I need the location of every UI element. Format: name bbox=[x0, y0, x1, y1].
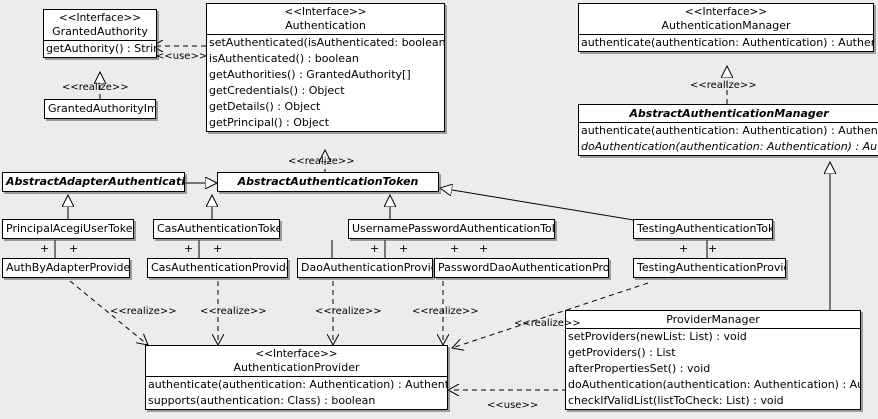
operations-compartment: authenticate(authentication: Authenticat… bbox=[579, 122, 878, 155]
class-principal-acegi-user-token[interactable]: PrincipalAcegiUserToken bbox=[2, 219, 134, 239]
class-authentication[interactable]: <<Interface>> Authentication setAuthenti… bbox=[206, 3, 445, 132]
operation-row: getProviders() : List bbox=[568, 346, 676, 359]
class-dao-authentication-provider[interactable]: DaoAuthenticationProvider bbox=[297, 258, 433, 278]
class-auth-by-adapter-provider[interactable]: AuthByAdapterProvider bbox=[2, 258, 130, 278]
class-name-label: ProviderManager bbox=[666, 313, 760, 326]
class-name-label: TestingAuthenticationProvider bbox=[637, 261, 785, 274]
operation-row: getAuthorities() : GrantedAuthority[] bbox=[209, 68, 411, 81]
class-header: <<Interface>> AuthenticationManager bbox=[579, 4, 873, 34]
class-name-label: CasAuthenticationProvider bbox=[151, 261, 287, 274]
edge-label-realize-password-dao-authentication-provider: <<realize>> bbox=[412, 306, 479, 317]
operation-row: getAuthority() : String bbox=[46, 42, 156, 55]
operation-row: getDetails() : Object bbox=[209, 100, 321, 113]
class-name-label: CasAuthenticationToken bbox=[157, 222, 279, 235]
stereotype-label: <<Interface>> bbox=[58, 12, 142, 24]
edge-label-use-provider-manager: <<use>> bbox=[487, 400, 539, 411]
operation-row: getPrincipal() : Object bbox=[209, 116, 330, 129]
class-testing-authentication-token[interactable]: TestingAuthenticationToken bbox=[633, 219, 773, 239]
association-marker: + bbox=[399, 242, 409, 255]
association-marker: + bbox=[40, 242, 50, 255]
class-header: <<Interface>> AuthenticationProvider bbox=[146, 346, 447, 376]
operation-row: setProviders(newList: List) : void bbox=[568, 330, 747, 343]
operation-row: afterPropertiesSet() : void bbox=[568, 362, 711, 375]
class-provider-manager[interactable]: ProviderManager setProviders(newList: Li… bbox=[565, 310, 861, 410]
class-authentication-provider[interactable]: <<Interface>> AuthenticationProvider aut… bbox=[145, 345, 448, 410]
association-marker: + bbox=[184, 242, 194, 255]
operation-row: isAuthenticated() : boolean bbox=[209, 52, 359, 65]
class-name-label: UsernamePasswordAuthenticationToken bbox=[352, 222, 554, 235]
class-username-password-authentication-token[interactable]: UsernamePasswordAuthenticationToken bbox=[348, 219, 555, 239]
class-name-label: TestingAuthenticationToken bbox=[637, 222, 772, 235]
operation-row: authenticate(authentication: Authenticat… bbox=[581, 36, 873, 49]
class-name-label: AuthByAdapterProvider bbox=[6, 261, 129, 274]
class-granted-authority[interactable]: <<Interface>> GrantedAuthority getAuthor… bbox=[43, 9, 157, 58]
edge-label-realize-auth-by-adapter-provider: <<realize>> bbox=[110, 306, 177, 317]
association-marker: + bbox=[69, 242, 79, 255]
class-granted-authority-impl[interactable]: GrantedAuthorityImpl bbox=[44, 99, 156, 119]
association-marker: + bbox=[679, 242, 689, 255]
class-name-label: PasswordDaoAuthenticationProvider bbox=[438, 261, 608, 274]
class-name-label: AuthenticationProvider bbox=[233, 361, 360, 374]
stereotype-label: <<Interface>> bbox=[284, 6, 367, 18]
class-header: AbstractAuthenticationManager bbox=[579, 105, 878, 122]
association-marker: + bbox=[479, 242, 489, 255]
class-authentication-manager[interactable]: <<Interface>> AuthenticationManager auth… bbox=[578, 3, 874, 52]
stereotype-label: <<Interface>> bbox=[255, 348, 338, 360]
edge-label-use-granted-authority: <<use>> bbox=[156, 51, 208, 62]
edge-label-realize-testing-authentication-provider: <<realize>> bbox=[514, 318, 581, 329]
class-testing-authentication-provider[interactable]: TestingAuthenticationProvider bbox=[633, 258, 786, 278]
class-header: ProviderManager bbox=[566, 311, 860, 328]
class-abstract-adapter-authentication-token[interactable]: AbstractAdapterAuthenticationToken bbox=[2, 172, 185, 192]
operations-compartment: authenticate(authentication: Authenticat… bbox=[146, 376, 447, 409]
operation-row: getCredentials() : Object bbox=[209, 84, 345, 97]
class-name-label: PrincipalAcegiUserToken bbox=[6, 222, 133, 235]
edge-label-realize-granted-authority-impl: <<realize>> bbox=[62, 82, 129, 93]
association-marker: + bbox=[708, 242, 718, 255]
class-name-label: Authentication bbox=[285, 19, 366, 32]
operations-compartment: setAuthenticated(isAuthenticated: boolea… bbox=[207, 34, 444, 131]
stereotype-label: <<Interface>> bbox=[684, 6, 768, 18]
edge-label-realize-dao-authentication-provider: <<realize>> bbox=[315, 306, 382, 317]
operation-row: authenticate(authentication: Authenticat… bbox=[581, 124, 878, 137]
edge-label-realize-authentication-manager: <<realize>> bbox=[690, 80, 757, 91]
class-name-label: AbstractAdapterAuthenticationToken bbox=[6, 175, 184, 188]
class-abstract-authentication-token[interactable]: AbstractAuthenticationToken bbox=[217, 172, 439, 192]
operations-compartment: authenticate(authentication: Authenticat… bbox=[579, 34, 873, 51]
class-name-label: DaoAuthenticationProvider bbox=[301, 261, 432, 274]
class-header: <<Interface>> Authentication bbox=[207, 4, 444, 34]
class-name-label: AbstractAuthenticationToken bbox=[237, 175, 419, 188]
class-password-dao-authentication-provider[interactable]: PasswordDaoAuthenticationProvider bbox=[434, 258, 609, 278]
operation-row: authenticate(authentication: Authenticat… bbox=[148, 378, 447, 391]
class-name-label: AuthenticationManager bbox=[661, 19, 791, 32]
operation-row: setAuthenticated(isAuthenticated: boolea… bbox=[209, 36, 444, 49]
class-abstract-authentication-manager[interactable]: AbstractAuthenticationManager authentica… bbox=[578, 104, 878, 156]
association-marker: + bbox=[450, 242, 460, 255]
class-cas-authentication-provider[interactable]: CasAuthenticationProvider bbox=[147, 258, 288, 278]
class-name-label: GrantedAuthority bbox=[52, 25, 148, 38]
edge-label-realize-cas-authentication-provider: <<realize>> bbox=[200, 306, 267, 317]
association-marker: + bbox=[370, 242, 380, 255]
edge-label-realize-abstract-authentication-token: <<realize>> bbox=[288, 156, 355, 167]
operations-compartment: setProviders(newList: List) : void getPr… bbox=[566, 328, 860, 409]
class-header: <<Interface>> GrantedAuthority bbox=[44, 10, 156, 40]
class-name-label: AbstractAuthenticationManager bbox=[629, 107, 829, 120]
operation-row: supports(authentication: Class) : boolea… bbox=[148, 394, 376, 407]
association-marker: + bbox=[213, 242, 223, 255]
operation-row: checkIfValidList(listToCheck: List) : vo… bbox=[568, 394, 784, 407]
operations-compartment: getAuthority() : String bbox=[44, 40, 156, 57]
class-name-label: GrantedAuthorityImpl bbox=[48, 102, 155, 115]
class-cas-authentication-token[interactable]: CasAuthenticationToken bbox=[153, 219, 280, 239]
operation-row: doAuthentication(authentication: Authent… bbox=[568, 378, 860, 391]
operation-row: doAuthentication(authentication: Authent… bbox=[581, 140, 878, 153]
